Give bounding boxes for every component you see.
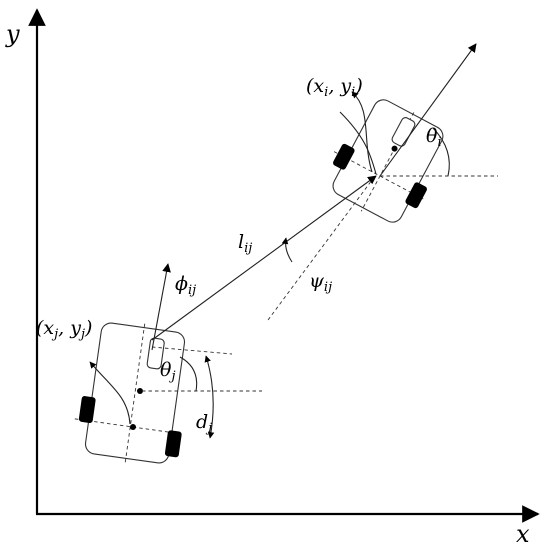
psi-ij-label: ψij — [309, 270, 332, 295]
robot-j-front-ref — [151, 346, 233, 355]
theta-j-label: θj — [160, 359, 175, 384]
d-j-dimension — [204, 355, 215, 439]
robot-j-wheel-right — [164, 430, 182, 458]
x-axis-label: x — [516, 520, 530, 548]
bearing-reference-dashed — [267, 179, 373, 321]
robot-j-reference-point — [137, 388, 143, 394]
robot-j-sensor — [146, 337, 165, 370]
robot-j-wheel-left — [78, 396, 96, 423]
follower-position-label: (xj, yj) — [36, 317, 92, 342]
robot-j — [74, 263, 262, 465]
d-j-label: dj — [196, 411, 212, 436]
psi-ij-arc — [281, 237, 293, 263]
theta-i-arc — [432, 127, 450, 177]
robot-i — [332, 43, 498, 223]
relative-distance-vector — [151, 175, 377, 341]
phi-ij-label: ϕij — [175, 273, 196, 298]
l-ij-label: lij — [238, 231, 252, 256]
robot-i-wheel-left — [333, 143, 355, 170]
y-axis-label: y — [5, 20, 20, 48]
robot-j-center-point — [130, 424, 136, 430]
theta-i-label: θi — [426, 125, 442, 150]
follower-position-pointer — [89, 361, 131, 425]
robot-i-heading-arrow — [379, 43, 477, 177]
leader-position-label: (xi, yi) — [306, 75, 363, 100]
leader-position-pointer — [351, 91, 373, 173]
theta-j-arc — [179, 356, 198, 392]
leader-position-pointer-tail — [339, 111, 377, 175]
robot-i-reference-point — [391, 145, 398, 152]
robot-j-heading-arrow — [151, 263, 171, 351]
robot-i-wheel-right — [405, 182, 427, 209]
